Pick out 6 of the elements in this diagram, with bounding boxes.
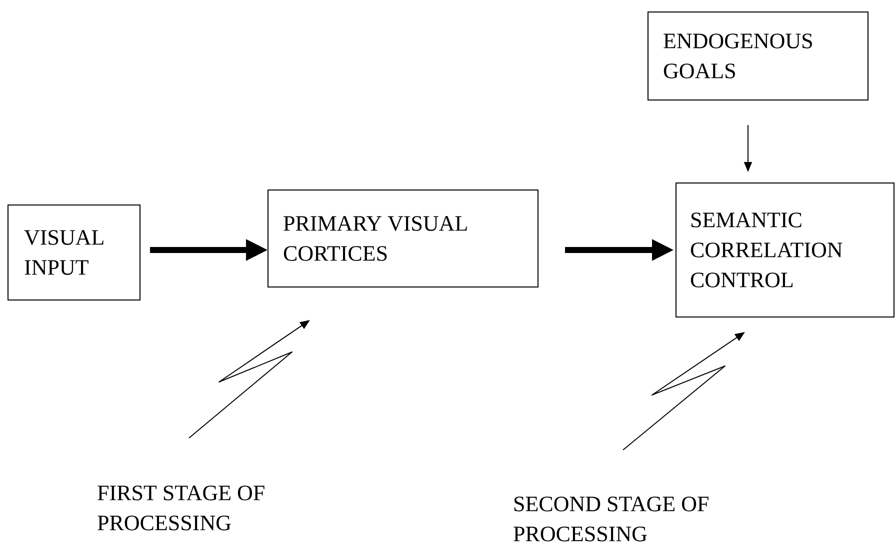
- process-box: VISUAL INPUT: [8, 204, 140, 300]
- text-label: FIRST STAGE OF PROCESSING: [98, 486, 264, 530]
- process-box: PRIMARY VISUAL CORTICES: [268, 189, 538, 288]
- text-label: SECOND STAGE OF PROCESSING: [514, 496, 708, 542]
- process-box: ENDOGENOUS GOALS: [648, 12, 868, 100]
- process-box: SEMANTIC CORRELATION CONTROL: [676, 182, 894, 318]
